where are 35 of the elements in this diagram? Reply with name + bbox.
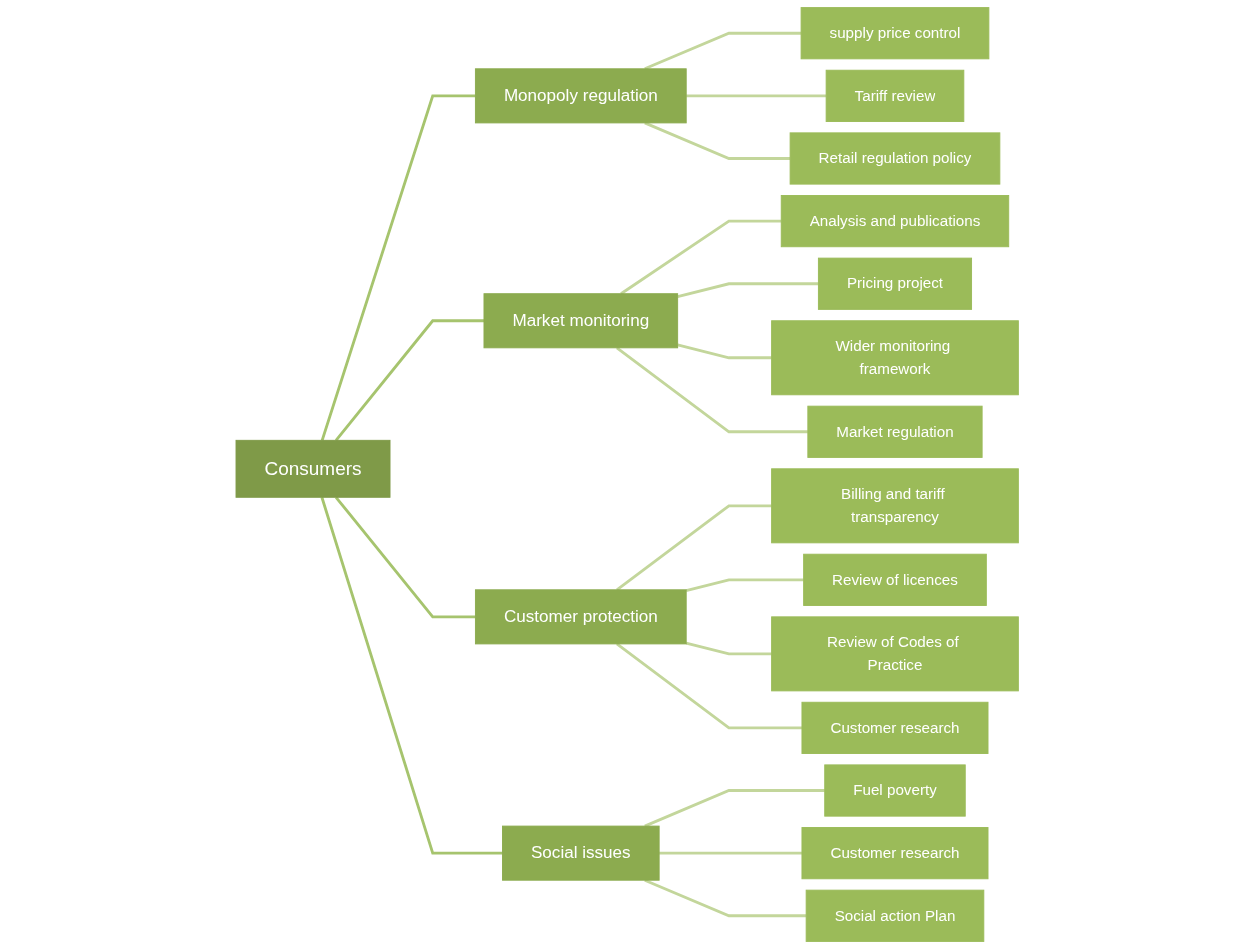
connector [644, 789, 826, 828]
node-box: Retail regulation policy [789, 132, 1001, 185]
connector [677, 343, 772, 360]
node-box: Social action Plan [806, 889, 985, 942]
connector [335, 496, 476, 619]
connector [620, 219, 782, 295]
node-box: Billing and tariff transparency [771, 468, 1020, 544]
node-box: Monopoly regulation [475, 68, 687, 124]
node-box: supply price control [800, 7, 990, 60]
connector [616, 504, 772, 591]
connector [686, 641, 772, 656]
node-box: Wider monitoring framework [771, 320, 1020, 396]
connector [686, 94, 827, 98]
node-box: Customer protection [475, 589, 687, 645]
node-box: Customer research [801, 701, 989, 754]
connector [644, 121, 791, 160]
node-box: Market monitoring [483, 293, 679, 349]
connector [321, 94, 476, 441]
node-box: Review of licences [803, 553, 988, 606]
node-box: Review of Codes of Practice [771, 616, 1020, 692]
connector [616, 642, 803, 730]
connector [659, 851, 803, 855]
connector [616, 346, 809, 434]
connector [686, 578, 804, 592]
node-box: Social issues [502, 825, 660, 881]
node-box: Fuel poverty [824, 764, 966, 817]
node-box: Pricing project [818, 257, 973, 310]
node-box: Tariff review [826, 69, 965, 122]
node-box: Analysis and publications [781, 195, 1010, 248]
connector [320, 496, 503, 855]
connector [677, 282, 819, 298]
node-box: Consumers [235, 439, 391, 498]
node-box: Market regulation [807, 405, 983, 458]
connector [335, 319, 485, 442]
node-box: Customer research [801, 827, 989, 880]
